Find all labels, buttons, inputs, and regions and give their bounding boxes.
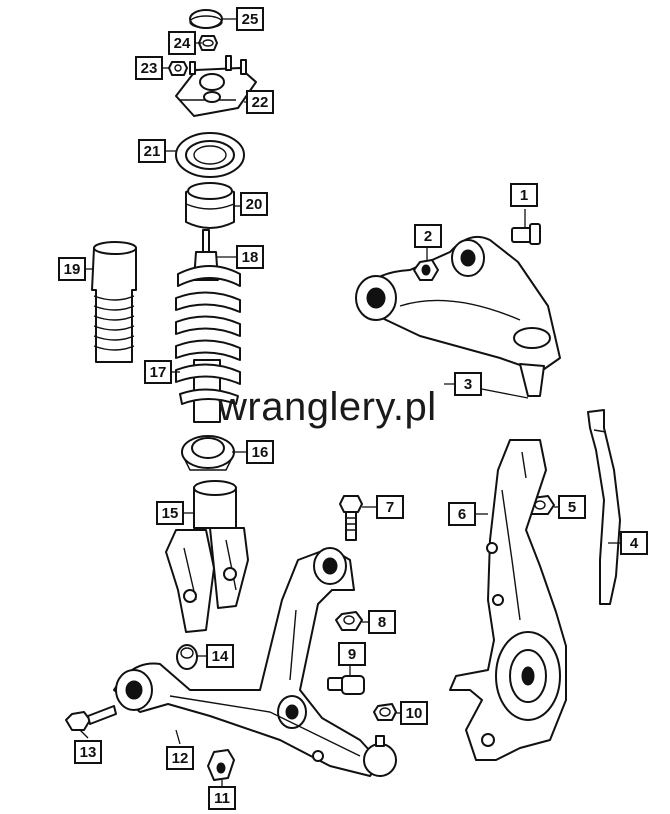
part-20-jounce-bumper [185,182,235,229]
callout-6: 6 [448,502,476,526]
part-25-dust-cap [189,9,223,29]
callout-10: 10 [400,701,428,725]
callout-12: 12 [166,746,194,770]
callout-22: 22 [246,90,274,114]
part-6-steering-knuckle [449,439,567,761]
part-4-bracket [587,409,621,605]
callout-24: 24 [168,31,196,55]
part-3-upper-control-arm [355,236,561,397]
callout-9: 9 [338,642,366,666]
part-10-nut [373,703,397,721]
callout-18: 18 [236,245,264,269]
part-2-nut [413,259,439,281]
watermark-text: wranglery.pl [218,385,437,429]
part-9-bolt [327,675,365,695]
callout-15: 15 [156,501,184,525]
part-14-bushing [176,644,198,670]
part-8-nut [335,611,363,631]
part-7-bolt [339,495,363,541]
callout-17: 17 [144,360,172,384]
callout-23: 23 [135,56,163,80]
part-13-bolt [65,705,117,731]
part-16-spring-seat [181,435,235,471]
callout-11: 11 [208,786,236,810]
part-11-nut [207,749,235,781]
callout-2: 2 [414,224,442,248]
callout-7: 7 [376,495,404,519]
part-12-lower-control-arm [113,547,397,777]
callout-4: 4 [620,531,648,555]
part-1-bolt [511,223,541,245]
callout-1: 1 [510,183,538,207]
part-23-nut [168,61,188,76]
callout-21: 21 [138,139,166,163]
part-15-strut-clevis [165,480,249,633]
part-21-spring-isolator [175,132,245,178]
callout-25: 25 [236,7,264,31]
callout-13: 13 [74,740,102,764]
callout-20: 20 [240,192,268,216]
part-17-coil-spring [175,265,241,405]
part-22-strut-mount [175,55,257,117]
part-19-dust-boot [91,241,137,363]
callout-8: 8 [368,610,396,634]
callout-3: 3 [454,372,482,396]
callout-14: 14 [206,644,234,668]
callout-19: 19 [58,257,86,281]
callout-5: 5 [558,495,586,519]
callout-16: 16 [246,440,274,464]
